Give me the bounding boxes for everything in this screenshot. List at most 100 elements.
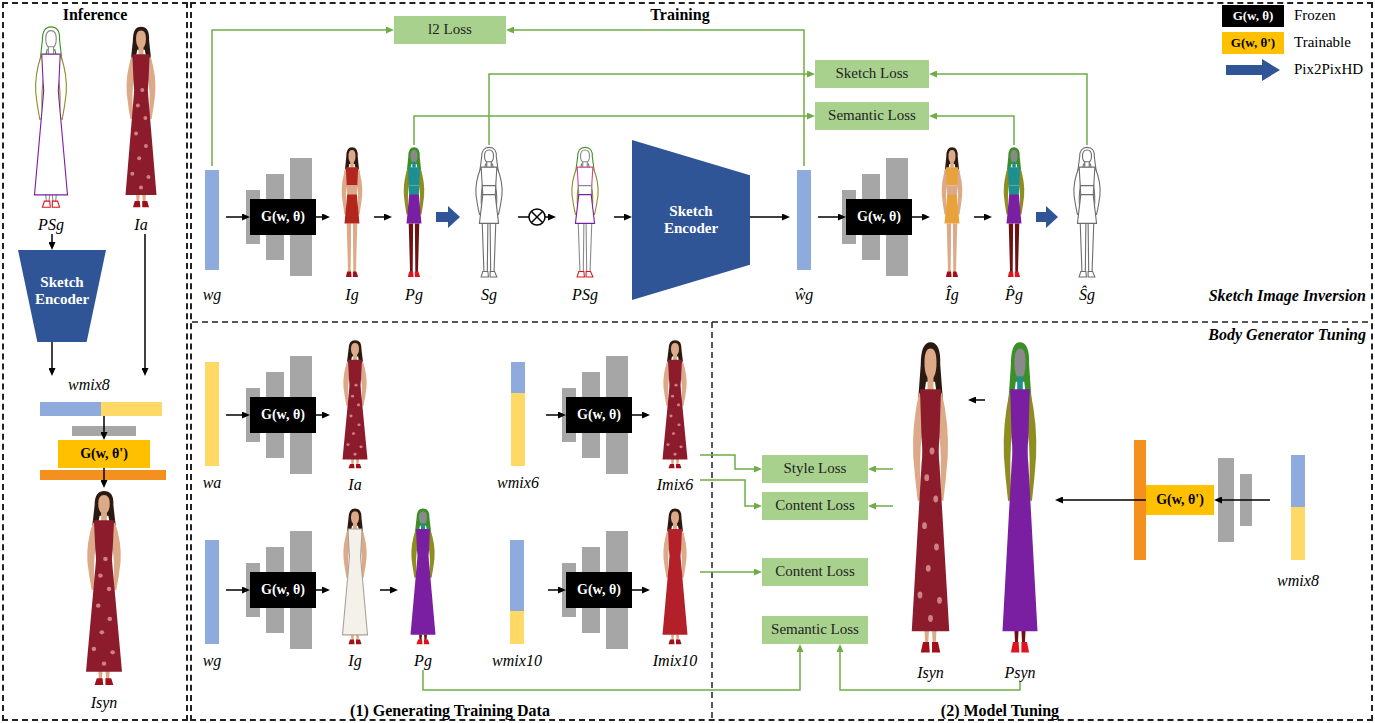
loss-connector xyxy=(700,571,754,573)
figure-part xyxy=(417,640,430,645)
figure-part xyxy=(669,464,682,468)
image-label: P̂g xyxy=(1005,286,1023,304)
floral-dot xyxy=(96,604,101,608)
figure-part xyxy=(419,634,427,640)
floral-dot xyxy=(937,597,942,604)
figure-part xyxy=(46,31,57,49)
floral-dot xyxy=(672,432,675,435)
figure-part xyxy=(410,150,417,163)
figure-part xyxy=(136,194,146,201)
person-figure xyxy=(342,147,363,277)
floral-dot xyxy=(352,432,355,435)
floral-dot xyxy=(926,565,931,572)
frozen-generator-box: G(w, θ) xyxy=(566,397,632,433)
figure-part xyxy=(1077,195,1096,224)
flow-arrow xyxy=(51,342,53,368)
figure-part xyxy=(409,223,420,272)
image-node: Psyn xyxy=(985,338,1055,682)
figure-part xyxy=(947,186,958,196)
figure-part xyxy=(577,272,593,277)
generator-label: G(w, θ) xyxy=(261,582,305,598)
loss-box: Semantic Loss xyxy=(815,102,929,130)
person-figure xyxy=(663,340,688,468)
figure-part xyxy=(946,272,958,277)
figure-part xyxy=(1017,376,1023,390)
floral-dot xyxy=(136,104,140,108)
floral-dot xyxy=(930,448,935,455)
generator-label: G(w, θ') xyxy=(80,446,128,462)
swatch-label: G(w, θ) xyxy=(1233,9,1274,24)
person-figure xyxy=(1004,147,1025,277)
figure-part xyxy=(669,640,682,645)
figure-part xyxy=(581,150,590,163)
vector-bar xyxy=(797,170,811,270)
flow-arrow xyxy=(818,216,838,218)
sketch-encoder: Sketch Encoder xyxy=(632,140,750,300)
figure-part xyxy=(945,195,960,224)
flow-arrow xyxy=(974,216,984,218)
image-node: Ia xyxy=(110,24,172,234)
loss-label: Semantic Loss xyxy=(771,621,859,638)
image-label: Ia xyxy=(134,216,147,234)
parsing-branch xyxy=(40,470,166,480)
figure-part xyxy=(345,195,360,224)
frozen-generator-box: G(w, θ) xyxy=(846,199,912,235)
figure-part xyxy=(481,167,497,185)
floral-dot xyxy=(102,662,107,666)
latent-vector: ŵg xyxy=(790,166,818,304)
floral-dot xyxy=(924,474,929,481)
section-region: Sketch Image Inversionl2 LossSketch Loss… xyxy=(192,4,1371,321)
image-node: Ig xyxy=(330,145,374,304)
image-label: Ŝg xyxy=(1079,286,1095,304)
loss-label: Style Loss xyxy=(784,460,847,477)
generator-label: G(w, θ) xyxy=(261,407,305,423)
encoder-trapezoid xyxy=(632,140,750,300)
figure-part xyxy=(411,529,436,635)
flow-arrow xyxy=(548,589,558,591)
person-figure xyxy=(343,340,368,468)
vector-bar xyxy=(205,540,219,644)
figure-part xyxy=(482,186,496,196)
flow-arrow xyxy=(750,216,782,218)
section-region: Body Generator Tuning(1) Generating Trai… xyxy=(192,323,1371,720)
figure-part xyxy=(1014,349,1025,380)
floral-dot xyxy=(679,445,682,448)
image-node: P̂g xyxy=(992,145,1036,304)
figure-part xyxy=(408,272,420,277)
frozen-generator-box: G(w, θ) xyxy=(250,397,316,433)
flow-arrow xyxy=(614,216,624,218)
image-label: Imix10 xyxy=(653,652,697,670)
flow-arrow xyxy=(316,589,322,591)
figure-part xyxy=(101,512,107,521)
floral-dot xyxy=(669,415,672,418)
figure-part xyxy=(126,54,157,195)
legend-label: Trainable xyxy=(1294,34,1351,51)
image-node: Isyn xyxy=(893,338,968,682)
floral-dot xyxy=(139,185,143,189)
latent-label: wmix8 xyxy=(68,376,110,394)
region-title: (1) Generating Training Data xyxy=(350,702,550,720)
latent-label: wg xyxy=(203,286,222,304)
figure-part xyxy=(409,186,420,196)
figure-part xyxy=(481,272,497,277)
image-node: Ig xyxy=(330,506,380,670)
figure-part xyxy=(412,162,416,168)
figure-part xyxy=(948,150,955,163)
legend-row: G(w, θ')Trainable xyxy=(1222,31,1363,55)
figure-part xyxy=(136,31,146,49)
figure-part xyxy=(1080,223,1094,272)
flow-arrow xyxy=(546,414,558,416)
floral-dot xyxy=(134,132,138,136)
loss-connector xyxy=(514,30,804,166)
latent-label: wa xyxy=(203,474,222,492)
person-figure xyxy=(411,508,436,644)
image-label: PSg xyxy=(572,286,598,304)
floral-dot xyxy=(673,453,676,456)
figure-part xyxy=(1009,186,1020,196)
figure-part xyxy=(95,678,114,685)
legend-row: Pix2PixHD xyxy=(1222,58,1363,82)
flow-arrow xyxy=(226,589,242,591)
person-figure xyxy=(1003,342,1038,652)
floral-dot xyxy=(677,404,680,407)
loss-connector xyxy=(700,480,754,506)
